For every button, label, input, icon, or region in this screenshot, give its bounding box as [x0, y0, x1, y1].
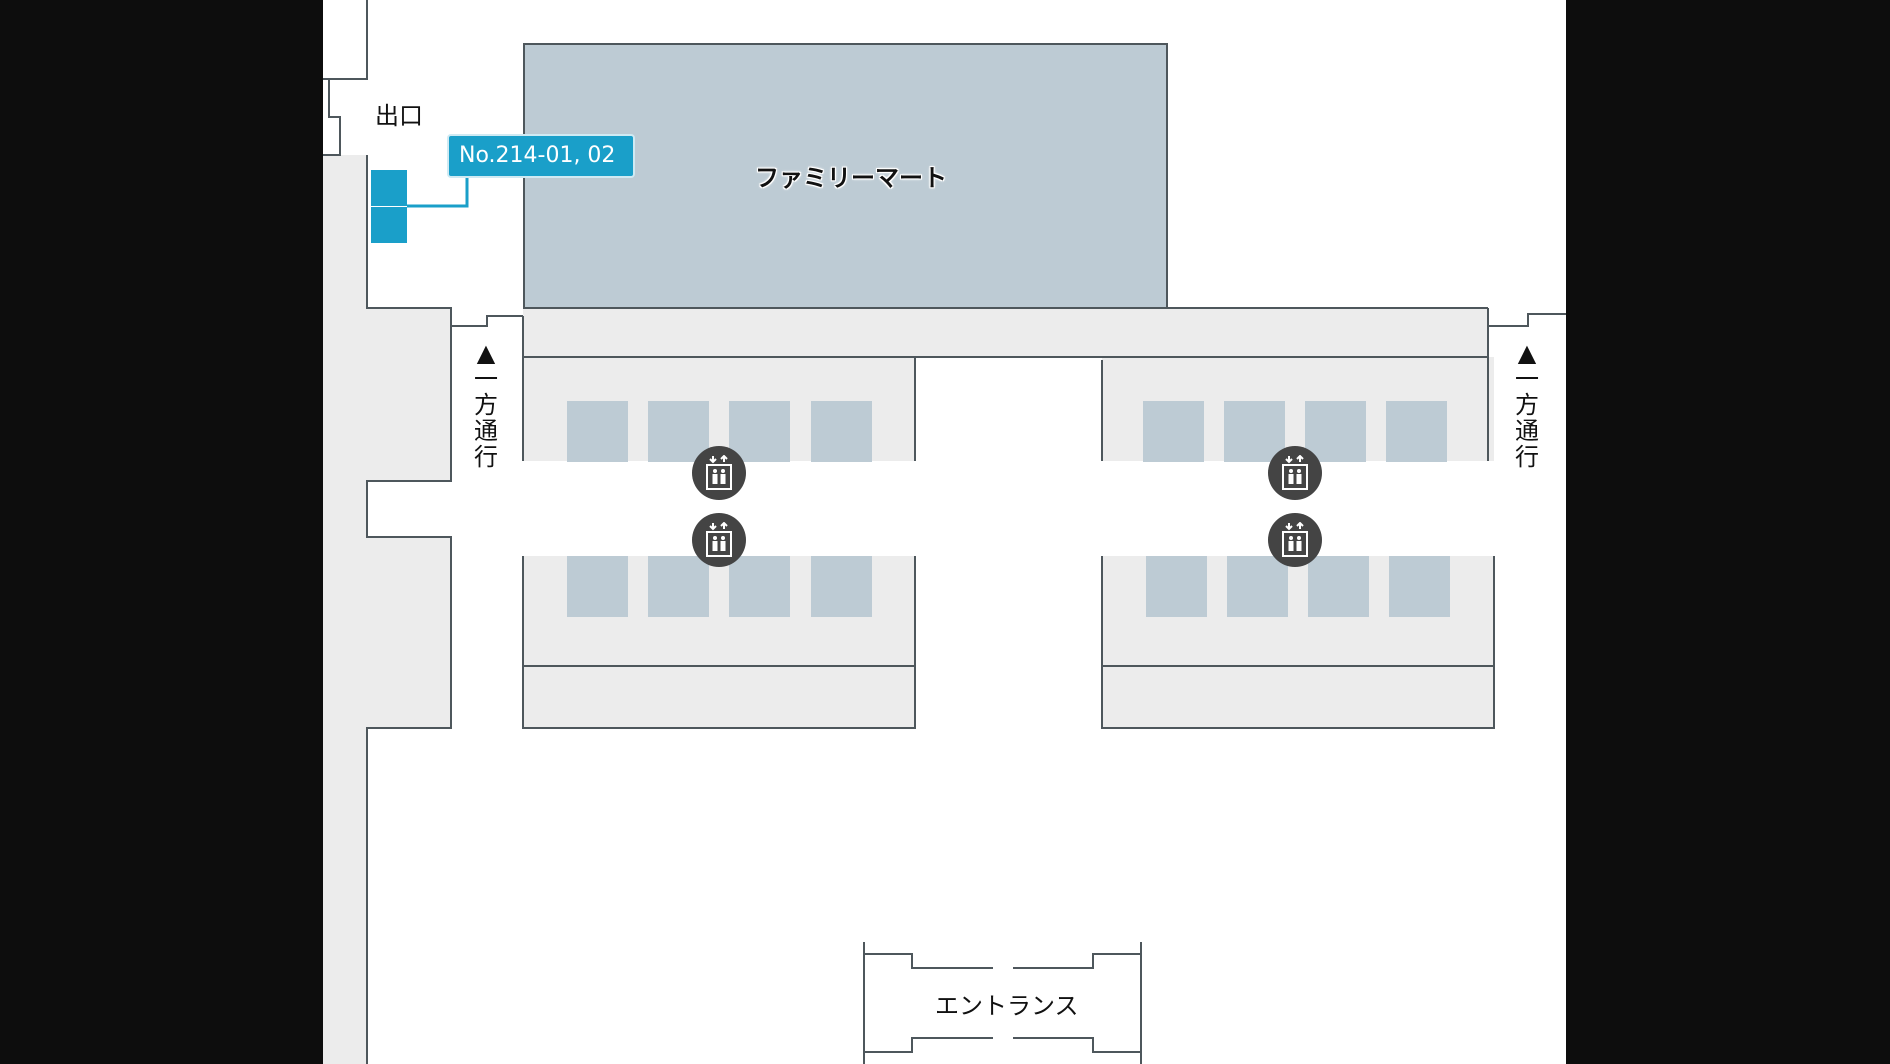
slot[interactable]	[567, 401, 628, 462]
store-label: ファミリーマート	[755, 164, 947, 192]
booth-number-callout[interactable]: No.214-01, 02	[447, 134, 635, 178]
slot[interactable]	[567, 556, 628, 617]
slot[interactable]	[729, 556, 790, 617]
slot[interactable]	[648, 556, 709, 617]
slot[interactable]	[811, 401, 872, 462]
one-way-label-left: ▲ 一 方 通 行	[471, 340, 501, 470]
elevator-icon[interactable]	[1268, 446, 1322, 500]
slot[interactable]	[729, 401, 790, 462]
left-wall-block-lower	[367, 537, 451, 728]
slot[interactable]	[1143, 401, 1204, 462]
left-wall-strip	[323, 155, 367, 1064]
slot[interactable]	[1386, 401, 1447, 462]
left-wall-block-upper	[367, 308, 451, 481]
elevator-icon[interactable]	[692, 513, 746, 567]
entrance-label: エントランス	[935, 992, 1079, 1020]
highlight-slot-214-02[interactable]	[371, 207, 407, 243]
slot[interactable]	[1308, 556, 1369, 617]
highlight-slot-214-01[interactable]	[371, 170, 407, 206]
up-arrow-icon: ▲	[476, 339, 496, 367]
slot[interactable]	[1146, 556, 1207, 617]
floor-map: ファミリーマート	[323, 0, 1566, 1064]
up-arrow-icon: ▲	[1517, 339, 1537, 367]
slot[interactable]	[1389, 556, 1450, 617]
wall-outlines	[323, 0, 1566, 1064]
one-way-label-right: ▲ 一 方 通 行	[1512, 340, 1542, 470]
elevator-icon[interactable]	[1268, 513, 1322, 567]
corridor-band	[523, 309, 1488, 357]
slot[interactable]	[648, 401, 709, 462]
slot[interactable]	[811, 556, 872, 617]
slot[interactable]	[1224, 401, 1285, 462]
elevator-icon[interactable]	[692, 446, 746, 500]
slot[interactable]	[1305, 401, 1366, 462]
slot[interactable]	[1227, 556, 1288, 617]
exit-label: 出口	[375, 102, 423, 130]
